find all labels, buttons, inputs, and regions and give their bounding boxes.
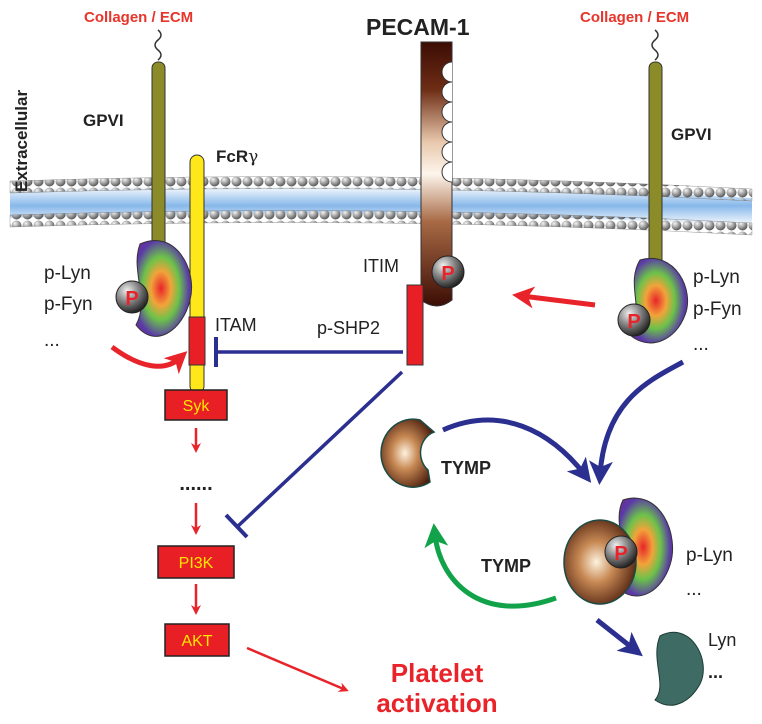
arrow-dephospho-lyn <box>595 618 643 657</box>
lyn-label-bound: p-Lyn <box>686 545 733 566</box>
itim-motif <box>406 284 424 366</box>
arrow-tymp-release <box>424 523 557 609</box>
fcr-label: FcRγ <box>216 147 258 167</box>
itim-label: ITIM <box>363 256 399 276</box>
tymp-lyn-complex: P <box>563 497 674 605</box>
activation-arrow-itam <box>110 344 188 375</box>
shp2-label: p-SHP2 <box>317 318 380 338</box>
cascade-ellipsis: ...... <box>179 473 212 495</box>
phospho-label-pecam: P <box>441 263 454 285</box>
ellipsis-label-right: ... <box>693 334 709 355</box>
activation-arrow-pecam <box>512 286 596 309</box>
itam-motif <box>188 316 206 366</box>
lyn-label-right: p-Lyn <box>693 267 740 288</box>
tymp-label-bottom: TYMP <box>481 556 531 576</box>
akt-label: AKT <box>181 633 212 650</box>
syk-label: Syk <box>183 398 211 415</box>
ellipsis-label-bound: ... <box>686 579 702 600</box>
phospho-ball-right <box>617 303 651 337</box>
phospho-label-complex: P <box>614 543 627 565</box>
arrow-tymp-binding <box>441 417 592 483</box>
ellipsis-label-free: ... <box>708 662 723 682</box>
phospho-label-left: P <box>125 288 138 310</box>
fyn-label-right: p-Fyn <box>693 299 742 320</box>
arrow-akt-platelet <box>246 646 349 692</box>
pi3k-label: PI3K <box>179 555 214 572</box>
pecam-1-receptor <box>420 41 453 307</box>
collagen-label-left: Collagen / ECM <box>84 9 193 26</box>
phospho-label-right: P <box>627 311 640 333</box>
tymp-label-top: TYMP <box>441 458 491 478</box>
kinase-lyn-fyn-left: P <box>115 240 192 337</box>
pecam-label: PECAM-1 <box>366 14 470 40</box>
lyn-label-left: p-Lyn <box>44 263 91 284</box>
inhibition-shp2-pi3k <box>224 370 404 539</box>
lyn-free-shape <box>654 631 704 706</box>
platelet-activation-line1: Platelet <box>391 658 484 688</box>
akt-box <box>164 623 230 657</box>
ellipsis-label-left: ... <box>44 330 60 351</box>
phospho-ball-pecam <box>431 255 465 289</box>
phospho-ball-complex <box>604 535 638 569</box>
arrow-kinase-to-complex <box>588 359 685 485</box>
kinase-lyn-fyn-right: P <box>617 257 689 344</box>
collagen-strand-left <box>154 29 162 61</box>
tymp-free <box>380 418 436 488</box>
lyn-label-free: Lyn <box>708 630 736 650</box>
platelet-activation-line2: activation <box>376 688 497 718</box>
fyn-label-left: p-Fyn <box>44 294 93 315</box>
itam-label: ITAM <box>215 315 257 335</box>
extracellular-label: Extracellular <box>12 90 31 192</box>
inhibition-shp2-itam <box>214 337 403 367</box>
collagen-strand-right <box>651 29 659 61</box>
pi3k-box <box>157 545 235 579</box>
gpvi-label-right: GPVI <box>671 125 712 144</box>
phospho-ball-left <box>115 280 149 314</box>
gpvi-label-left: GPVI <box>83 111 124 130</box>
syk-box <box>164 389 228 421</box>
collagen-label-right: Collagen / ECM <box>580 9 689 26</box>
cell-membrane <box>9 176 753 236</box>
